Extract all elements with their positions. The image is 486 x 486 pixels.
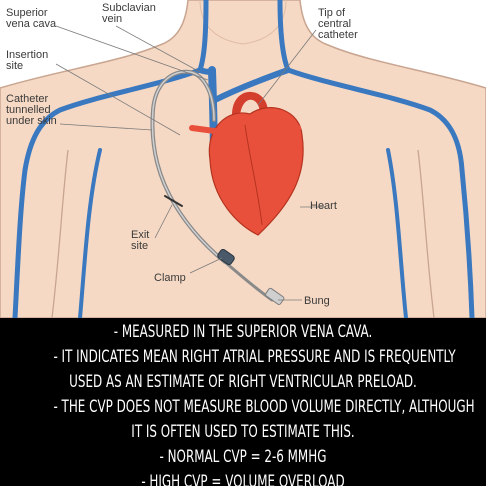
label-subclavian-vein: Subclavian vein	[102, 2, 159, 25]
label-clamp: Clamp	[154, 272, 186, 284]
exit-site-mark	[164, 195, 183, 207]
label-catheter-tunnelled: Catheter tunnelled under skin	[6, 93, 57, 127]
label-heart: Heart	[310, 200, 337, 212]
caption-line: - Measured in the superior vena cava.	[113, 322, 373, 342]
caption-panel: - Measured in the superior vena cava. - …	[0, 318, 486, 486]
clamp	[217, 248, 235, 266]
aorta	[232, 91, 268, 116]
left-brachiocephalic-vein	[197, 67, 215, 75]
catheter-tube-highlight	[151, 71, 226, 263]
pulmonary-artery-right	[277, 119, 301, 131]
caption-line: - The CVP does not measure blood volume …	[53, 397, 475, 417]
caption-line: used as an estimate of right ventricular…	[69, 372, 417, 392]
inner-right-vein	[386, 148, 408, 318]
bung	[265, 287, 285, 305]
pulmonary-artery-left	[189, 125, 225, 135]
right-subclavian-vein	[277, 0, 465, 173]
right-brachiocephalic-vein	[212, 67, 291, 103]
caption-line: - It indicates mean right atrial pressur…	[53, 347, 456, 367]
label-superior-vena-cava: Superior vena cava	[6, 7, 57, 30]
coronary-line	[244, 124, 263, 226]
label-tip-of-catheter: Tip of central catheter	[318, 7, 358, 41]
left-subclavian-vein	[22, 0, 209, 173]
anatomy-diagram: Superior vena cava Subclavian vein Tip o…	[0, 0, 486, 318]
label-bung: Bung	[304, 295, 330, 307]
left-arm-contour	[51, 149, 69, 318]
diagram-svg: Superior vena cava Subclavian vein Tip o…	[0, 0, 486, 318]
caption-line: - High CVP = volume overload	[141, 472, 345, 486]
caption-line: - Normal CVP = 2-6 mmHg	[159, 447, 327, 467]
catheter	[150, 69, 285, 305]
label-exit-site: Exit site	[131, 229, 152, 252]
heart	[189, 91, 304, 236]
heart-body	[208, 107, 304, 236]
caption-line: it is often used to estimate this.	[131, 422, 355, 442]
left-arm-vein	[12, 167, 28, 318]
leader-lines	[55, 25, 325, 301]
right-arm-contour	[417, 149, 435, 318]
right-arm-vein	[459, 167, 475, 318]
inner-left-vein	[78, 148, 102, 318]
label-insertion-site: Insertion site	[6, 49, 51, 72]
